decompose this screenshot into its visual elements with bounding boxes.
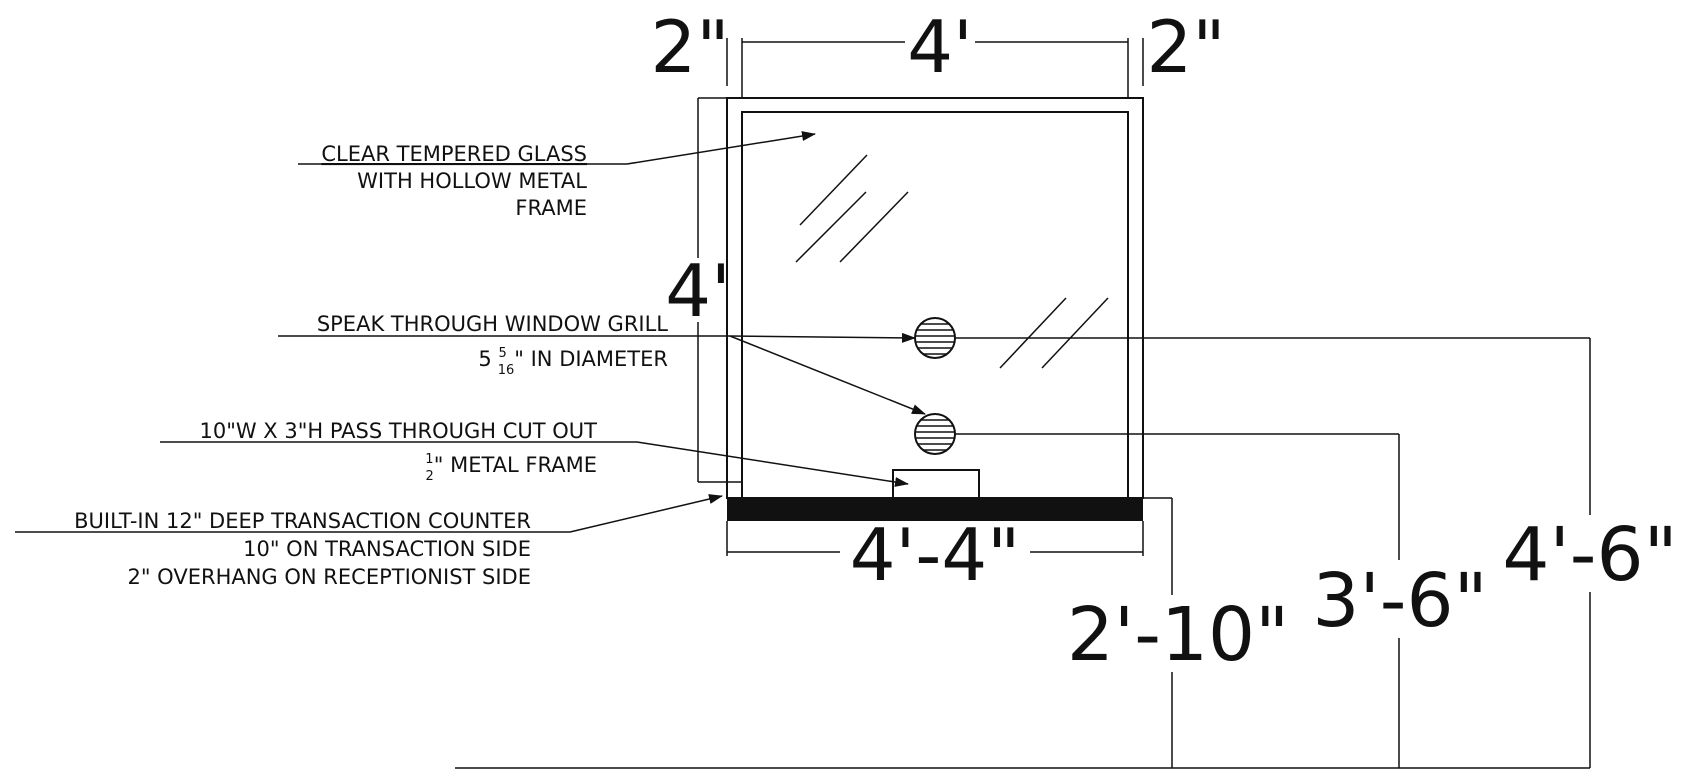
dim-counter-height: 2'-10" — [1067, 592, 1289, 678]
pass-label-line1: 10"W X 3"H PASS THROUGH CUT OUT — [199, 419, 597, 443]
callout-counter: BUILT-IN 12" DEEP TRANSACTION COUNTER 10… — [15, 494, 723, 589]
glass-label-line3: FRAME — [515, 196, 587, 220]
top-dimension-line — [726, 38, 1144, 98]
glass-reflection-marks — [795, 154, 1109, 369]
speak-through-grill-lower — [914, 413, 956, 455]
dim-top-center: 4' — [907, 5, 973, 89]
dim-lower-grill-height: 3'-6" — [1312, 558, 1487, 644]
counter-label-line3: 2" OVERHANG ON RECEPTIONIST SIDE — [127, 565, 531, 589]
counter-label-line1: BUILT-IN 12" DEEP TRANSACTION COUNTER — [74, 509, 531, 533]
dim-top-left: 2" — [651, 5, 730, 89]
bottom-dimension-line — [726, 521, 1144, 556]
dim-top-right: 2" — [1147, 5, 1226, 89]
grill-label-line1: SPEAK THROUGH WINDOW GRILL — [317, 312, 668, 336]
speak-through-grill-upper — [914, 317, 956, 359]
glass-label-line1: CLEAR TEMPERED GLASS — [321, 142, 587, 166]
height-dimension-lines — [455, 337, 1591, 769]
window-inner-frame — [741, 111, 1129, 499]
dim-upper-grill-height: 4'-6" — [1502, 512, 1677, 598]
dim-left-height: 4' — [665, 249, 731, 333]
glass-label-line2: WITH HOLLOW METAL — [357, 169, 587, 193]
callout-glass: CLEAR TEMPERED GLASS WITH HOLLOW METAL F… — [298, 131, 816, 220]
transaction-counter — [727, 498, 1143, 521]
dim-bottom-width: 4'-4" — [850, 513, 1021, 597]
left-dimension-line — [697, 97, 742, 483]
counter-label-line2: 10" ON TRANSACTION SIDE — [243, 537, 531, 561]
